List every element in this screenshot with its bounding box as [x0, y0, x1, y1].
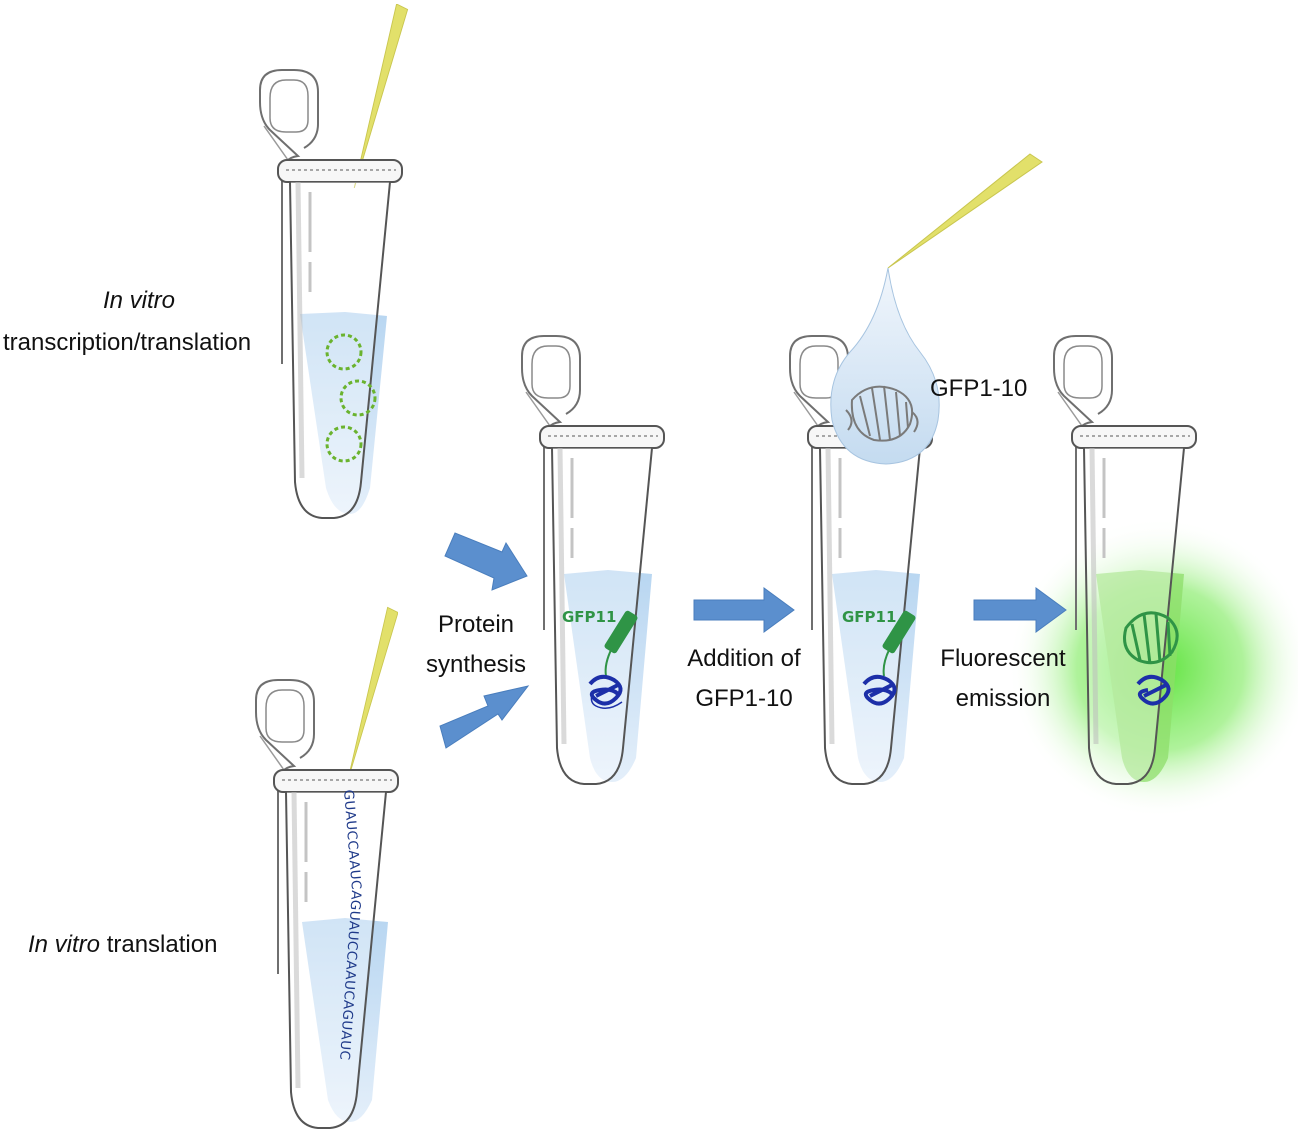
label-fluorescent: Fluorescent	[940, 645, 1066, 672]
gfp1-10-droplet	[830, 267, 940, 465]
arrow-add-gfp1-10	[693, 587, 795, 633]
label-addition-gfp1-10: GFP1-10	[695, 685, 793, 712]
label-transcription-translation: transcription/translation	[3, 329, 252, 356]
process-arrows	[439, 532, 1067, 749]
tube-protein-synthesis: GFP11	[522, 336, 664, 784]
plasmid-dna-2	[339, 379, 377, 417]
label-synthesis: synthesis	[425, 651, 527, 678]
label-emission: emission	[955, 685, 1051, 712]
label-in-vitro-1: In vitro	[103, 287, 176, 314]
gfp11-fusion-protein-2: GFP11	[842, 608, 916, 706]
label-in-vitro-translation: In vitro translation	[28, 930, 217, 960]
label-addition-of: Addition of	[687, 645, 801, 672]
label-gfp1-10-drop: GFP1-10	[930, 375, 1028, 402]
gfp11-tag-label-2: GFP11	[842, 608, 896, 626]
tube-addition-gfp1-10: GFP11	[790, 336, 932, 784]
gfp11-fusion-protein-1: GFP11	[562, 608, 638, 709]
pipette-tip-2	[347, 606, 398, 782]
reconstituted-gfp	[1123, 611, 1179, 706]
label-translation: translation	[100, 931, 218, 958]
plasmid-dna-1	[325, 333, 363, 371]
plasmid-dna-3	[325, 425, 363, 463]
label-protein: Protein	[437, 611, 515, 638]
arrow-from-translation	[439, 685, 530, 749]
pipette-tip-3	[887, 153, 1043, 269]
gfp1-10-barrel	[845, 385, 919, 442]
rna-seq-2: GUAUCCAAUCA	[340, 899, 364, 1010]
label-in-vitro-2: In vitro	[28, 931, 101, 958]
arrow-fluorescent-emission	[973, 587, 1067, 633]
tube-fluorescent-emission	[1054, 336, 1196, 784]
gfp11-tag-label: GFP11	[562, 608, 616, 626]
arrow-from-transcription	[444, 532, 528, 591]
tube-transcription-translation	[260, 70, 402, 518]
